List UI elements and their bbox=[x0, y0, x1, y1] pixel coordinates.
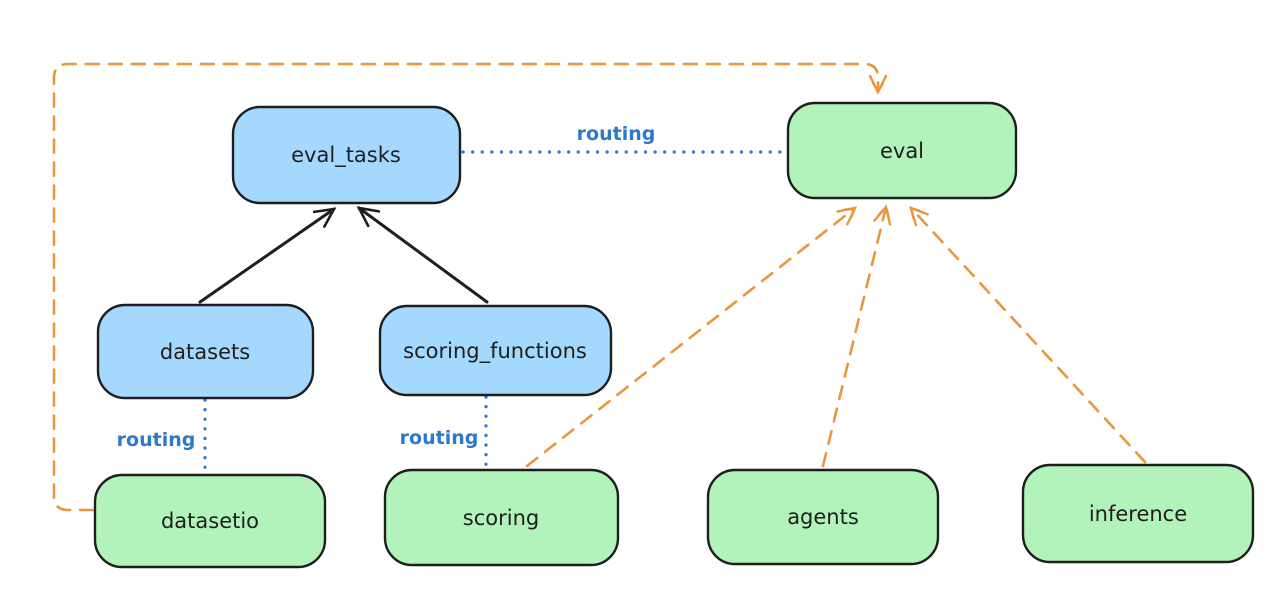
node-eval-tasks: eval_tasks bbox=[231, 105, 462, 205]
edge-datasets-to-eval-tasks bbox=[198, 207, 337, 304]
node-scoring-functions-label: scoring_functions bbox=[403, 339, 587, 364]
node-scoring-functions: scoring_functions bbox=[378, 304, 613, 397]
node-scoring-label: scoring bbox=[463, 506, 539, 530]
edge-inference-to-eval bbox=[909, 206, 1147, 464]
edge-scoring-functions-to-eval-tasks bbox=[356, 206, 489, 304]
node-datasets-box bbox=[96, 303, 315, 400]
node-eval-label: eval bbox=[880, 139, 924, 163]
edge-scoring-to-eval bbox=[525, 206, 858, 468]
node-scoring-functions-box bbox=[378, 304, 613, 397]
edge-label-routing-scoring: routing bbox=[400, 427, 479, 449]
node-eval: eval bbox=[786, 101, 1018, 200]
node-inference-label: inference bbox=[1089, 502, 1187, 526]
node-eval-tasks-label: eval_tasks bbox=[291, 143, 401, 168]
node-datasetio-label: datasetio bbox=[161, 509, 259, 533]
node-agents-box bbox=[706, 468, 940, 566]
edge-datasetio-to-eval bbox=[52, 62, 888, 512]
node-inference-box bbox=[1021, 463, 1255, 564]
node-datasetio-box bbox=[93, 473, 327, 569]
node-eval-tasks-box bbox=[231, 105, 462, 205]
node-agents-label: agents bbox=[787, 505, 859, 529]
node-datasets: datasets bbox=[96, 303, 315, 400]
node-inference: inference bbox=[1021, 463, 1255, 564]
edge-label-routing-datasets: routing bbox=[117, 429, 196, 451]
edge-label-routing-top: routing bbox=[577, 123, 656, 145]
node-scoring-box bbox=[383, 468, 620, 567]
node-agents: agents bbox=[706, 468, 940, 566]
node-scoring: scoring bbox=[383, 468, 620, 567]
edge-agents-to-eval bbox=[821, 204, 892, 468]
node-datasetio: datasetio bbox=[93, 473, 327, 569]
node-eval-box bbox=[786, 101, 1018, 200]
node-datasets-label: datasets bbox=[160, 340, 250, 364]
